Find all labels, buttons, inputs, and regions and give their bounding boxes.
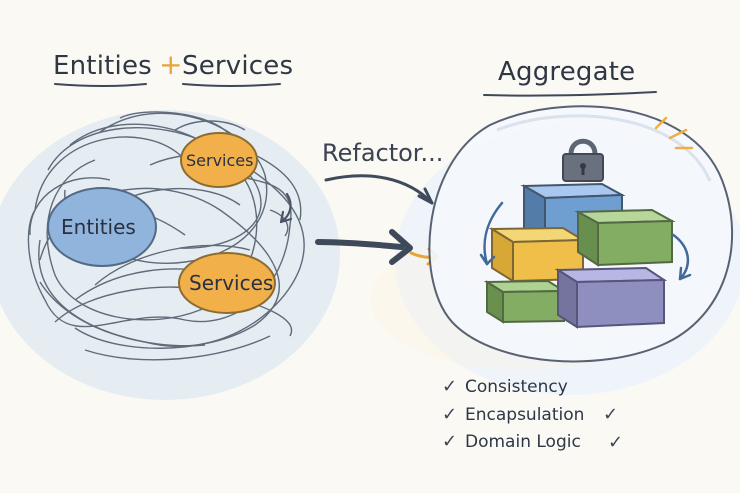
aggregate-highlight (496, 114, 712, 182)
right-rotation-arrow-head (678, 266, 692, 281)
left-rotation-arrow (483, 201, 504, 266)
benefits-checklist: ✓ Consistency ✓ Encapsulation ✓ ✓ Domain… (442, 376, 623, 453)
checklist-label: Domain Logic (465, 432, 581, 452)
services-node-top-label: Services (186, 151, 253, 170)
purple-block (554, 266, 668, 329)
entities-node: Entities (47, 187, 157, 267)
tangle-small-arrow-head (279, 210, 293, 224)
checklist-item-encapsulation: ✓ Encapsulation ✓ (442, 404, 618, 425)
services-node-bottom-label: Services (189, 271, 273, 295)
check-icon: ✓ (608, 432, 623, 453)
check-icon: ✓ (442, 431, 457, 452)
checklist-item-domain-logic: ✓ Domain Logic ✓ (442, 431, 623, 453)
checklist-label: Encapsulation (465, 405, 584, 425)
right-title-underline (483, 91, 657, 97)
check-icon: ✓ (603, 404, 618, 425)
checklist-item-consistency: ✓ Consistency (442, 376, 568, 397)
right-title: Aggregate (483, 57, 657, 97)
refactor-upper-arrow-head (417, 187, 434, 205)
services-node-top: Services (180, 132, 258, 188)
left-title-entities: Entities (53, 51, 152, 81)
services-node-bottom: Services (178, 252, 276, 314)
green-block-lower (483, 279, 568, 324)
main-refactor-arrow (315, 239, 405, 250)
sparkles (654, 116, 694, 150)
entities-node-label: Entities (61, 215, 136, 239)
checklist-label: Consistency (465, 377, 568, 397)
left-rotation-arrow-head (479, 253, 496, 266)
main-refactor-arrow-head (389, 229, 413, 265)
green-block-upper (574, 208, 676, 267)
right-rotation-arrow (670, 232, 690, 281)
left-title-underline-left (54, 83, 147, 87)
check-icon: ✓ (442, 404, 457, 425)
right-title-text: Aggregate (498, 57, 635, 87)
left-title: Entities + Services (53, 48, 293, 87)
left-title-underline-right (182, 83, 281, 87)
aggregate-blocks (483, 182, 676, 329)
refactor-label: Refactor... (322, 139, 443, 167)
check-icon: ✓ (442, 376, 457, 397)
left-title-plus: + (159, 48, 182, 81)
lock-icon (562, 138, 604, 182)
refactor-upper-arrow (324, 174, 434, 205)
left-title-services: Services (182, 51, 293, 81)
